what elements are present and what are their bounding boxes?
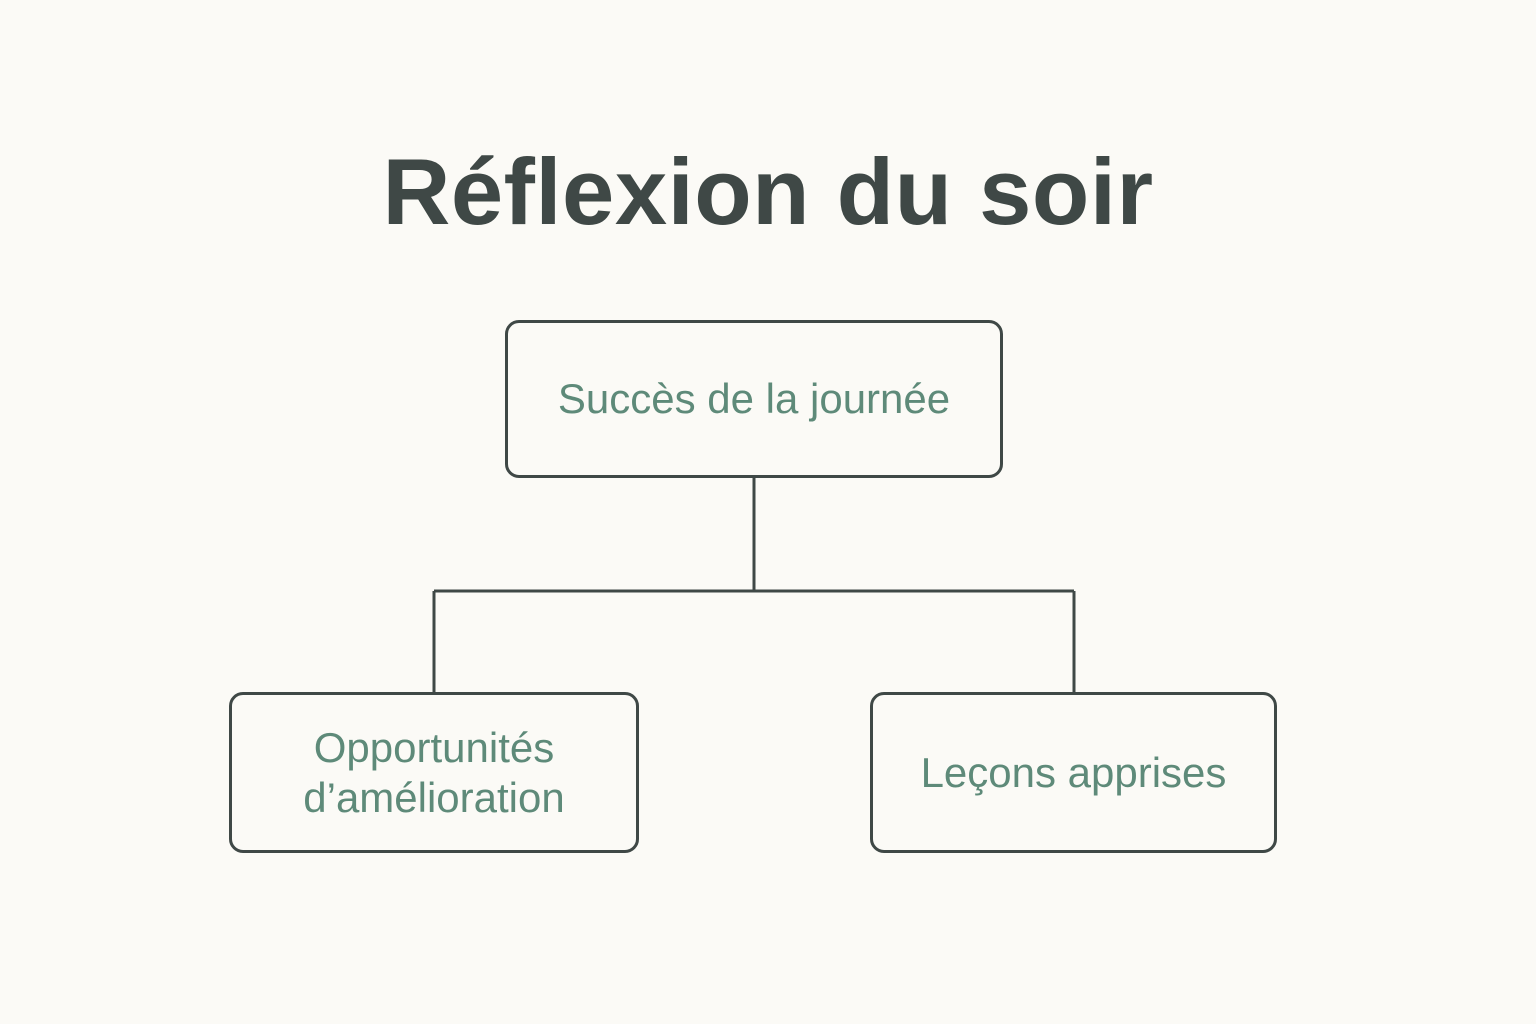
node-lessons-learned-label: Leçons apprises [920, 748, 1227, 796]
diagram-title: Réflexion du soir [382, 139, 1154, 244]
node-improvement-opportunities-label: Opportunités d’amélioration [303, 723, 565, 821]
node-improvement-opportunities: Opportunités d’amélioration [229, 692, 639, 853]
node-lessons-learned: Leçons apprises [870, 692, 1277, 853]
node-daily-successes: Succès de la journée [505, 320, 1003, 478]
node-daily-successes-label: Succès de la journée [557, 375, 951, 422]
